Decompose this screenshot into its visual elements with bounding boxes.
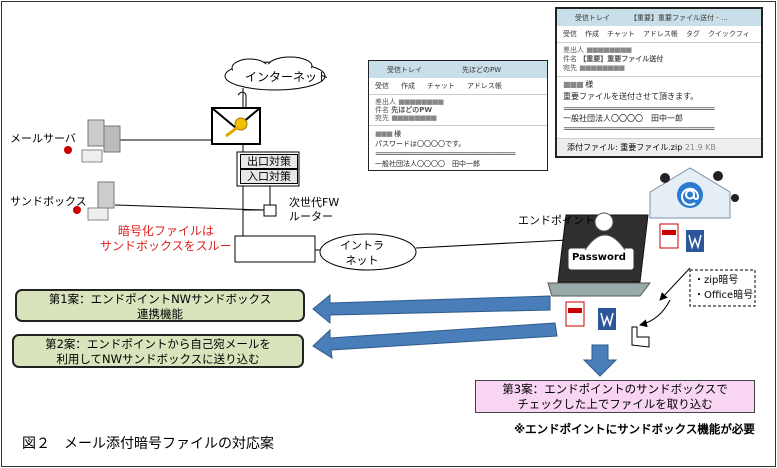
password-label: Password bbox=[572, 252, 626, 263]
sandbox-label: サンドボックス bbox=[10, 195, 87, 208]
plan-2: 第2案：エンドポイントから自己宛メールを利用してNWサンドボックスに送り込む bbox=[12, 334, 304, 368]
figure-caption: 図２ メール添付暗号ファイルの対応案 bbox=[22, 436, 274, 452]
internet-cloud bbox=[224, 56, 326, 91]
mail-server-label: メールサーバ bbox=[10, 132, 76, 145]
blue-arrows bbox=[312, 293, 618, 377]
email-window-attachment: 受信トレイ【重要】重要ファイル送付 - ... 受信作成チャットアドレス帳タグク… bbox=[555, 7, 763, 158]
intranet-ellipse bbox=[319, 233, 417, 271]
entry-measure: 入口対策 bbox=[240, 169, 298, 184]
note: ※エンドポイントにサンドボックス機能が必要 bbox=[514, 422, 755, 436]
sandbox-icon bbox=[73, 181, 115, 221]
encrypted-mail-icon bbox=[211, 91, 261, 145]
laptop-icon bbox=[547, 212, 652, 297]
hand-cursor-icon bbox=[631, 326, 650, 348]
file-arrow bbox=[659, 267, 691, 301]
warning-text: 暗号化ファイルはサンドボックスをスルー bbox=[100, 224, 232, 253]
email-window-password: 受信トレイ先ほどのPW 受信作成チャットアドレス帳 差出人 ■■■■■■■■件名… bbox=[368, 60, 548, 171]
infected-mail-icon bbox=[649, 167, 739, 219]
plan-1: 第1案：エンドポイントNWサンドボックス連携機能 bbox=[15, 289, 305, 322]
encryption-box bbox=[689, 269, 756, 307]
encryption-types: ・zip暗号・Office暗号 bbox=[694, 275, 754, 301]
attachment-bar[interactable]: 添付ファイル: 重要ファイル.zip 21.9 KB bbox=[557, 138, 761, 156]
lan-switch bbox=[234, 235, 316, 263]
intranet-label: イントラネット bbox=[340, 239, 384, 267]
internet-label: インターネット bbox=[245, 70, 330, 84]
pdf-word-icons bbox=[565, 223, 704, 330]
endpoint-label: エンドポイント bbox=[518, 214, 595, 227]
exit-measure: 出口対策 bbox=[240, 154, 298, 169]
plan-3: 第3案：エンドポイントのサンドボックスでチェックした上でファイルを取り込む bbox=[475, 380, 755, 413]
sandbox-link bbox=[114, 204, 265, 211]
hand-arrow bbox=[639, 299, 671, 328]
router-icon bbox=[263, 204, 277, 217]
mail-server-icon bbox=[64, 119, 121, 163]
